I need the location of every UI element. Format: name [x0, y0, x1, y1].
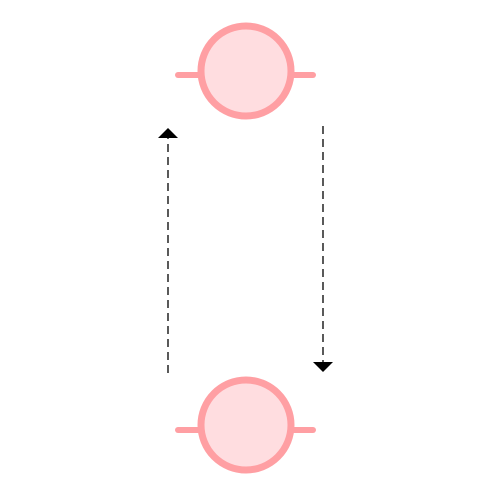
top-node-circle	[197, 22, 295, 120]
bottom-node	[175, 376, 316, 474]
top-node	[175, 22, 316, 120]
bottom-node-circle	[197, 376, 295, 474]
